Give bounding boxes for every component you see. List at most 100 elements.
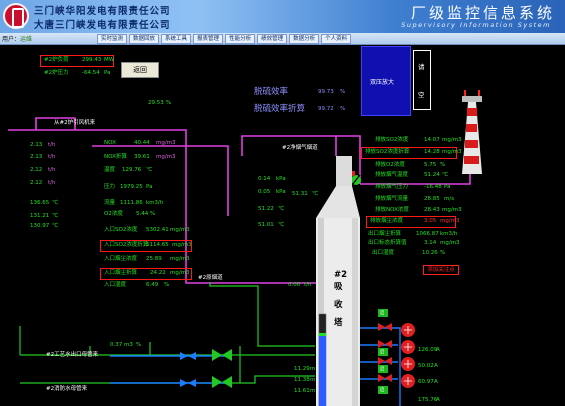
desulf-eff-value: 99.73 bbox=[318, 89, 334, 95]
tower-level-1-unit: m bbox=[310, 366, 316, 372]
tower-level-3-unit: m bbox=[310, 388, 316, 394]
inlet-noxc-value: 39.61 bbox=[134, 154, 150, 160]
out-humid-value: 10.26 bbox=[422, 250, 438, 256]
pump-valve-3 bbox=[378, 357, 392, 365]
pump-3-label: 启 bbox=[380, 367, 385, 372]
double-amp-panel[interactable]: 双压放大 bbox=[361, 46, 411, 116]
company-name-1: 三门峡华阳发电有限责任公司 bbox=[34, 6, 171, 17]
out-so2c-alarm-box bbox=[361, 147, 457, 159]
inlet-temp-unit: ℃ bbox=[146, 167, 153, 173]
valve-4 bbox=[180, 379, 196, 387]
pump-valve-1 bbox=[378, 323, 392, 331]
pressure-value: -64.54 bbox=[82, 70, 100, 76]
out-pressure-unit: Pa bbox=[444, 184, 451, 190]
inlet-temp-label: 温度 bbox=[104, 167, 116, 173]
pump-4-status bbox=[378, 386, 388, 394]
return-button[interactable]: 返回 bbox=[121, 62, 159, 78]
tab-realtime[interactable]: 实时监测 bbox=[97, 34, 128, 44]
blue-line-pumps bbox=[360, 327, 401, 406]
water-line-1 bbox=[209, 282, 315, 347]
left-temp-2-unit: ℃ bbox=[52, 213, 59, 219]
left-row-4-unit: t/h bbox=[48, 180, 56, 186]
inlet-so2c-unit: mg/m3 bbox=[172, 242, 192, 248]
company-logo-icon bbox=[3, 3, 29, 29]
company-name-2: 大唐三门峡发电有限责任公司 bbox=[34, 20, 171, 31]
inlet-so2c-value: 5114.65 bbox=[146, 242, 169, 248]
load-alarm-box bbox=[40, 55, 114, 67]
flue-from-fan bbox=[35, 117, 76, 130]
mid-flow-unit: t/h bbox=[304, 282, 312, 288]
flue-stack bbox=[360, 174, 471, 185]
pump-4-current-unit: A bbox=[436, 397, 440, 403]
water-flow-value: 0.37 bbox=[110, 342, 123, 348]
tab-performance[interactable]: 性能分析 bbox=[225, 34, 256, 44]
mid-row-1-unit: kPa bbox=[276, 176, 286, 182]
flue-inlet-main bbox=[8, 129, 333, 284]
out-nox-value: 28.43 bbox=[424, 207, 440, 213]
inlet-dust-value: 25.89 bbox=[146, 256, 162, 262]
tab-analysis[interactable]: 数据分析 bbox=[289, 34, 320, 44]
pump-4-current-value: 175.76 bbox=[418, 397, 438, 403]
pipe-network bbox=[8, 90, 482, 406]
pump-1-current-unit: A bbox=[436, 347, 440, 353]
tower-label-2: 吸 bbox=[334, 282, 343, 292]
tab-tools[interactable]: 系统工具 bbox=[161, 34, 192, 44]
inlet-nox-label: NOX bbox=[104, 140, 116, 146]
out-std-value: 3.14 bbox=[424, 240, 437, 246]
tab-playback[interactable]: 数据回放 bbox=[129, 34, 160, 44]
inlet-pressure-unit: Pa bbox=[146, 184, 153, 190]
inlet-humid-label: 入口湿度 bbox=[104, 282, 127, 288]
out-dust-value: 3.05 bbox=[424, 218, 437, 224]
system-title: 厂级监控信息系统 bbox=[410, 4, 555, 22]
out-dust-alarm-box bbox=[366, 216, 456, 228]
inlet-so2-value: 5302.41 bbox=[146, 227, 169, 233]
inlet-pressure-value: 1979.25 bbox=[120, 184, 143, 190]
out-o2-unit: % bbox=[440, 162, 446, 168]
inlet-dust-label: 入口烟尘浓度 bbox=[104, 256, 138, 262]
flue-outlet-right bbox=[336, 135, 361, 184]
out-temp-value: 51.24 bbox=[424, 172, 440, 178]
out-dustc-value: 1066.87 bbox=[416, 231, 439, 237]
add-watch-point-button[interactable]: 添加关注点 bbox=[423, 265, 459, 275]
current-user: 用户：运维 bbox=[2, 34, 32, 43]
mid-side-unit: ℃ bbox=[312, 191, 319, 197]
out-so2c-unit: mg/m3 bbox=[442, 149, 462, 155]
double-amp-label: 双压放大 bbox=[370, 79, 395, 86]
load-label: #2炉负荷 bbox=[44, 57, 69, 63]
mid-row-2-value: 0.05 bbox=[258, 189, 271, 195]
tower-level-fill bbox=[319, 336, 326, 406]
inlet-pressure-label: 压力 bbox=[104, 184, 116, 190]
tower-label-4: 塔 bbox=[334, 318, 343, 328]
raw-flue-label: #2原烟道 bbox=[198, 275, 223, 281]
pump-2-current-unit: A bbox=[434, 363, 438, 369]
mid-row-4-unit: ℃ bbox=[278, 222, 285, 228]
inlet-o2-value: 5.44 bbox=[136, 211, 149, 217]
pump-valve-4 bbox=[378, 374, 392, 382]
user-name[interactable]: 运维 bbox=[20, 36, 33, 43]
tower-level-3-value: 11.61 bbox=[294, 388, 310, 394]
system-subtitle: Supervisory Information System bbox=[401, 21, 551, 29]
inlet-so2c-label: 入口SO2浓度折算 bbox=[104, 242, 149, 248]
out-dustc-label: 出口烟尘折算 bbox=[368, 231, 402, 237]
outlet-damper-icon bbox=[351, 171, 361, 186]
tab-bar: 用户：运维 实时监测 数据回放 系统工具 报表管理 性能分析 绩效管理 数据分析… bbox=[0, 33, 565, 45]
process-diagram: #2炉负荷 299.43 MW #2炉压力 -64.54 Pa 返回 29.53… bbox=[0, 46, 565, 406]
tab-profile[interactable]: 个人资料 bbox=[321, 34, 352, 44]
load-unit: MW bbox=[104, 57, 115, 63]
tab-reports[interactable]: 报表管理 bbox=[193, 34, 224, 44]
left-temp-1-value: 136.65 bbox=[30, 200, 50, 206]
mid-row-2-unit: kPa bbox=[276, 189, 286, 195]
inlet-noxc-unit: mg/m3 bbox=[156, 154, 176, 160]
out-temp-label: 排放烟气温度 bbox=[375, 172, 409, 178]
valve-3 bbox=[180, 352, 196, 360]
desulf-conv-label: 脱硫效率折算 bbox=[254, 104, 306, 114]
top-pct-value: 29.53 bbox=[148, 100, 164, 106]
inlet-o2-label: O2浓度 bbox=[104, 211, 123, 217]
inlet-dustc-value: 24.22 bbox=[150, 270, 166, 276]
out-dust-label: 排放烟尘浓度 bbox=[370, 218, 404, 224]
app-header: 三门峡华阳发电有限责任公司 大唐三门峡发电有限责任公司 厂级监控信息系统 Sup… bbox=[0, 0, 565, 33]
pump-1-label: 启 bbox=[380, 311, 385, 316]
inlet-dustc-unit: mg/m3 bbox=[170, 270, 190, 276]
tab-kpi[interactable]: 绩效管理 bbox=[257, 34, 288, 44]
mid-row-4-value: 51.01 bbox=[258, 222, 274, 228]
